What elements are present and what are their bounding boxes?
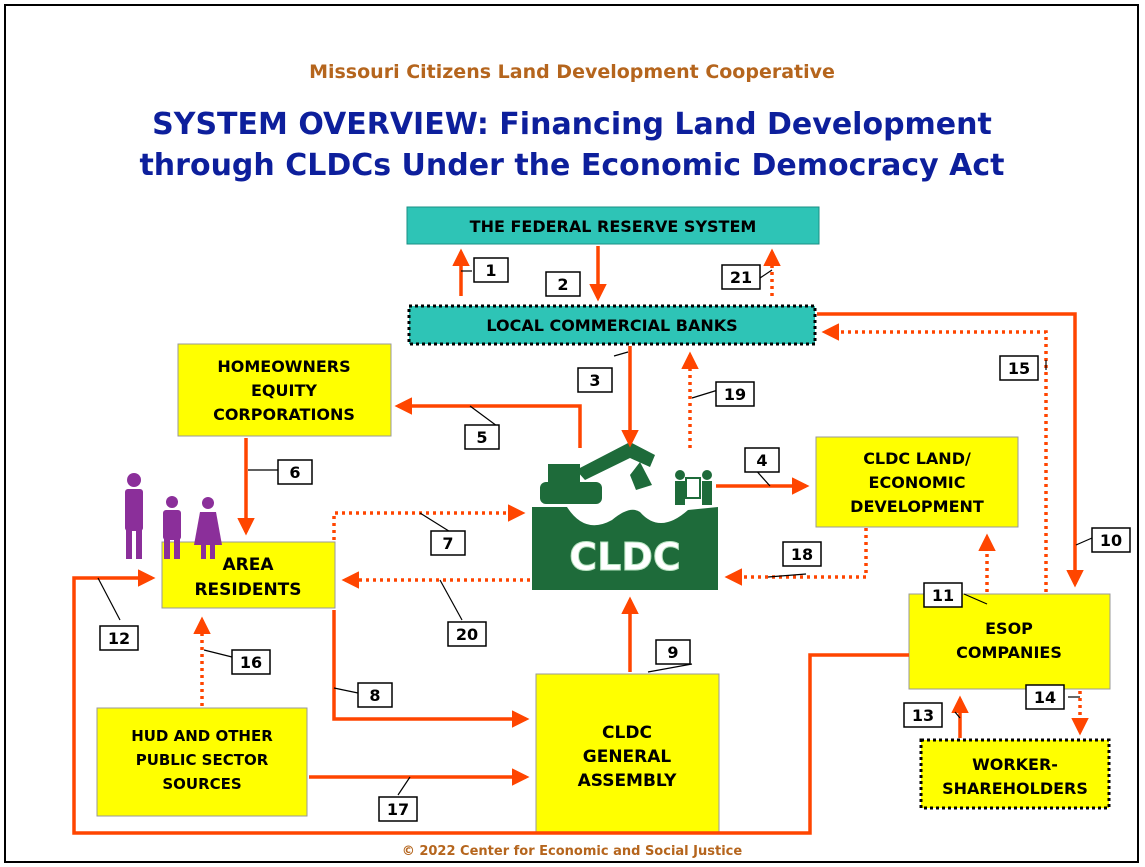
svg-text:3: 3 (589, 371, 600, 390)
workers-line-2: SHAREHOLDERS (942, 779, 1088, 798)
flow-label-1: 1 (473, 257, 509, 283)
flow-label-8: 8 (357, 682, 393, 708)
homeowners-line-2: EQUITY (251, 381, 317, 400)
svg-text:19: 19 (724, 385, 746, 404)
flow-label-9: 9 (655, 639, 691, 665)
hud-sources-node: HUD AND OTHER PUBLIC SECTOR SOURCES (96, 707, 308, 817)
arrow-7 (332, 504, 526, 540)
copyright-footer: © 2022 Center for Economic and Social Ju… (402, 844, 743, 859)
people-icon (125, 473, 222, 559)
land-line-2: ECONOMIC (869, 473, 966, 492)
general-assembly-node: CLDC GENERAL ASSEMBLY (535, 673, 720, 835)
flow-label-6: 6 (277, 459, 313, 485)
flow-label-2: 2 (545, 271, 581, 297)
svg-text:11: 11 (932, 586, 954, 605)
flow-label-4: 4 (744, 447, 780, 473)
svg-text:9: 9 (667, 643, 678, 662)
federal-reserve-label: THE FEDERAL RESERVE SYSTEM (470, 217, 757, 236)
svg-text:4: 4 (756, 451, 767, 470)
svg-text:15: 15 (1008, 359, 1030, 378)
svg-text:12: 12 (108, 629, 130, 648)
assembly-line-1: CLDC (602, 723, 652, 743)
hud-line-1: HUD AND OTHER (131, 727, 273, 745)
hud-line-3: SOURCES (162, 775, 241, 793)
slide-frame (4, 4, 1139, 863)
esop-companies-node: ESOP COMPANIES (908, 593, 1111, 690)
svg-text:8: 8 (369, 686, 380, 705)
svg-text:5: 5 (476, 428, 487, 447)
svg-text:7: 7 (442, 534, 453, 553)
flow-label-3: 3 (577, 367, 613, 393)
residents-line-2: RESIDENTS (194, 580, 301, 600)
flow-label-19: 19 (715, 381, 755, 407)
flow-label-17: 17 (378, 796, 418, 822)
assembly-line-2: GENERAL (583, 747, 672, 767)
title-line-1: SYSTEM OVERVIEW: Financing Land Developm… (152, 107, 992, 142)
arrow-10 (817, 312, 1084, 588)
esop-line-1: ESOP (985, 619, 1033, 638)
cldc-label: CLDC (569, 535, 681, 579)
cldc-node: CLDC (532, 507, 718, 590)
flow-label-12: 12 (99, 625, 139, 651)
flow-label-16: 16 (231, 649, 271, 675)
svg-text:1: 1 (485, 261, 496, 280)
org-name: Missouri Citizens Land Development Coope… (309, 61, 835, 83)
homeowners-equity-node: HOMEOWNERS EQUITY CORPORATIONS (177, 343, 392, 437)
land-line-1: CLDC LAND/ (863, 449, 971, 468)
svg-text:14: 14 (1034, 688, 1056, 707)
flow-label-15: 15 (999, 355, 1039, 381)
arrow-15 (821, 323, 1048, 592)
worker-shareholders-node: WORKER- SHAREHOLDERS (919, 738, 1111, 810)
flow-label-20: 20 (447, 621, 487, 647)
arrow-12 (72, 569, 909, 835)
local-banks-label: LOCAL COMMERCIAL BANKS (486, 316, 737, 335)
homeowners-line-1: HOMEOWNERS (217, 357, 350, 376)
arrow-8 (332, 610, 530, 728)
hud-line-2: PUBLIC SECTOR (136, 751, 269, 769)
svg-text:21: 21 (730, 268, 752, 287)
flow-label-7: 7 (430, 530, 466, 556)
svg-text:13: 13 (912, 706, 934, 725)
workers-line-1: WORKER- (972, 755, 1058, 774)
flow-label-13: 13 (903, 702, 943, 728)
svg-text:2: 2 (557, 275, 568, 294)
svg-text:10: 10 (1100, 531, 1122, 550)
residents-line-1: AREA (222, 555, 274, 575)
assembly-line-3: ASSEMBLY (578, 771, 678, 791)
esop-line-2: COMPANIES (956, 643, 1062, 662)
arrow-5 (394, 397, 582, 448)
workers-icon (675, 470, 712, 505)
svg-text:6: 6 (289, 463, 300, 482)
title-line-2: through CLDCs Under the Economic Democra… (139, 148, 1004, 183)
excavator-icon (540, 442, 655, 504)
federal-reserve-node: THE FEDERAL RESERVE SYSTEM (406, 206, 820, 245)
flow-arrows (72, 246, 1089, 835)
area-residents-node: AREA RESIDENTS (161, 541, 336, 609)
flow-label-14: 14 (1025, 684, 1065, 710)
local-banks-node: LOCAL COMMERCIAL BANKS (407, 304, 817, 346)
flow-label-18: 18 (782, 541, 822, 567)
flow-label-5: 5 (464, 424, 500, 450)
flow-label-21: 21 (721, 264, 761, 290)
svg-text:20: 20 (456, 625, 478, 644)
flow-label-10: 10 (1091, 527, 1131, 553)
label-leaders (97, 269, 1093, 796)
land-line-3: DEVELOPMENT (850, 497, 984, 516)
land-development-node: CLDC LAND/ ECONOMIC DEVELOPMENT (815, 436, 1019, 528)
svg-text:18: 18 (791, 545, 813, 564)
svg-text:16: 16 (240, 653, 262, 672)
homeowners-line-3: CORPORATIONS (213, 405, 355, 424)
flow-label-11: 11 (923, 582, 963, 608)
svg-text:17: 17 (387, 800, 409, 819)
